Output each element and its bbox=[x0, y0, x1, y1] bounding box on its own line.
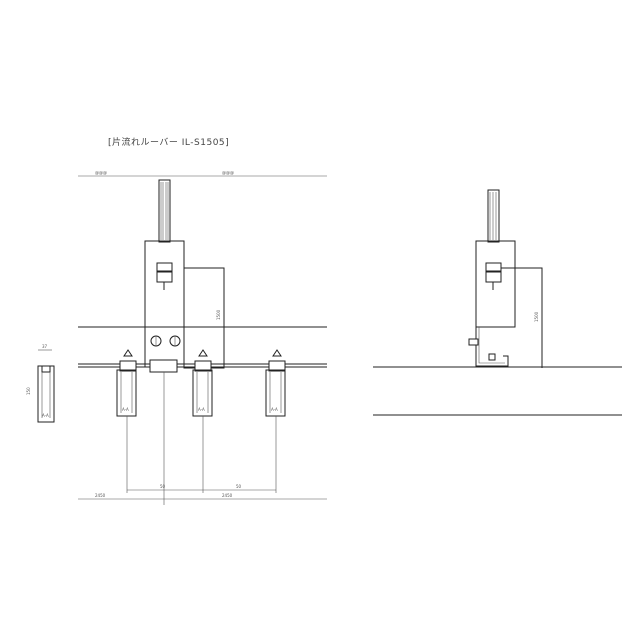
section-label: A-A bbox=[42, 413, 49, 418]
front-elevation: @@@ @@@ 1500 bbox=[78, 170, 327, 505]
louver-blade-3: A-A bbox=[265, 349, 286, 493]
side-hook-profile bbox=[475, 327, 509, 367]
louver-blade-2: A-A bbox=[192, 349, 213, 493]
louver-label-1: A-A bbox=[122, 407, 129, 412]
side-bracket bbox=[475, 240, 516, 328]
nut-lower bbox=[156, 271, 173, 283]
vertical-dimension: 1500 bbox=[216, 309, 221, 320]
hanging-bolt bbox=[158, 179, 171, 243]
side-vertical-dimension: 1500 bbox=[534, 311, 539, 322]
side-elevation: 1500 bbox=[373, 189, 622, 416]
inner-dimension-right: 50 bbox=[236, 484, 242, 489]
louver-blade-1: A-A bbox=[116, 349, 137, 493]
side-channel bbox=[501, 267, 543, 368]
bottom-dimension-left: 2450 bbox=[95, 493, 106, 498]
bottom-dimension-right: 2450 bbox=[222, 493, 233, 498]
rail-joint bbox=[149, 359, 178, 373]
louver-section-detail: 37 150 A-A bbox=[26, 344, 55, 423]
louver-label-2: A-A bbox=[198, 407, 205, 412]
nut-upper bbox=[156, 262, 173, 272]
side-clip bbox=[468, 338, 479, 346]
drawing-title: [片流れルーバー IL-S1505] bbox=[108, 136, 229, 148]
side-hanging-bolt bbox=[487, 189, 500, 243]
top-dimension-right: @@@ bbox=[222, 170, 234, 175]
section-width: 37 bbox=[42, 344, 48, 349]
louver-label-3: A-A bbox=[271, 407, 278, 412]
top-dimension-left: @@@ bbox=[95, 170, 107, 175]
section-height: 150 bbox=[26, 387, 31, 395]
inner-dimension-left: 50 bbox=[160, 484, 166, 489]
